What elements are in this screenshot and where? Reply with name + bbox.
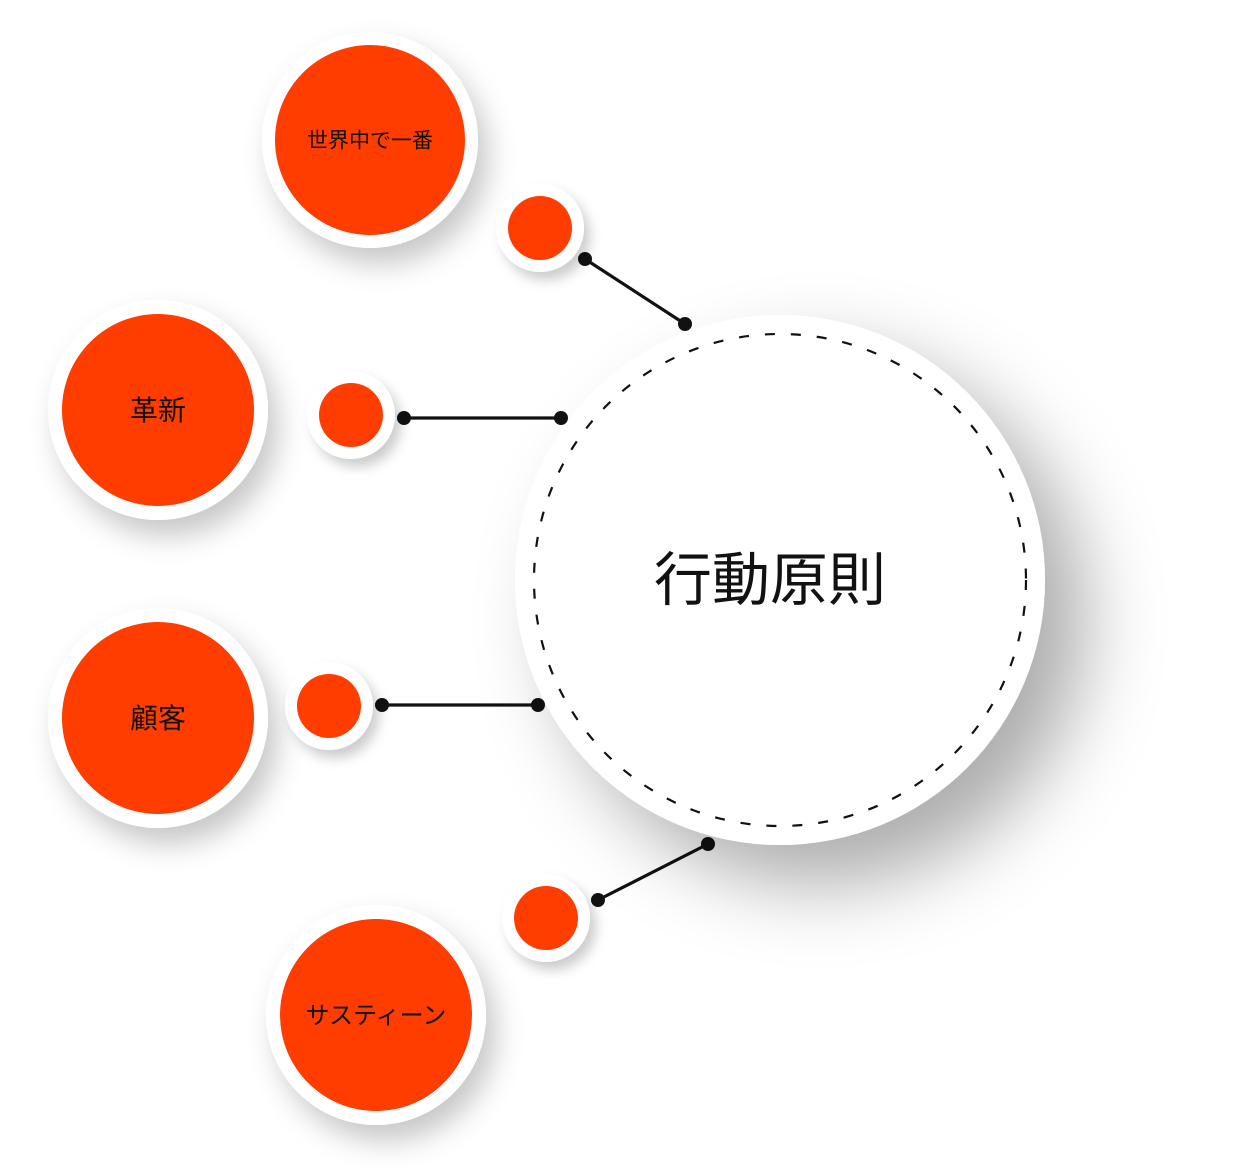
center-circle (515, 315, 1045, 845)
center-node: 行動原則 (515, 315, 1045, 845)
connector-layer (375, 252, 715, 907)
node-small-bubble-kokyaku (297, 674, 361, 738)
node-label-kokyaku: 顧客 (130, 702, 186, 735)
node-sustein: サスティーン (266, 874, 590, 1125)
node-label-sustein: サスティーン (306, 1002, 447, 1030)
connector-dot-sekaiichi-end (678, 317, 692, 331)
node-bubble-sekaiichi (275, 45, 465, 235)
node-kokyaku: 顧客 (48, 608, 373, 828)
connector-dot-sustein-start (591, 893, 605, 907)
node-sekaiichi: 世界中で一番 (262, 32, 584, 272)
connector-line-sustein (597, 842, 709, 902)
node-bubble-kokyaku (62, 622, 254, 814)
node-bubble-kakushin (62, 314, 254, 506)
connector-dot-kokyaku-start (375, 698, 389, 712)
connector-dot-kokyaku-end (531, 698, 545, 712)
center-label: 行動原則 (654, 546, 886, 614)
center-dashed-ring (532, 332, 1028, 828)
connector-dot-kakushin-start (397, 411, 411, 425)
node-bubble-sustein (280, 919, 472, 1111)
node-small-bubble-sekaiichi (508, 196, 572, 260)
connector-dot-kakushin-end (554, 411, 568, 425)
node-label-sekaiichi: 世界中で一番 (307, 129, 433, 153)
node-label-kakushin: 革新 (130, 394, 186, 427)
node-kakushin: 革新 (48, 300, 395, 520)
connector-line-sekaiichi (584, 257, 686, 326)
node-small-bubble-kakushin (319, 383, 383, 447)
connector-dot-sustein-end (701, 837, 715, 851)
connector-dot-sekaiichi-start (578, 252, 592, 266)
node-small-bubble-sustein (514, 886, 578, 950)
